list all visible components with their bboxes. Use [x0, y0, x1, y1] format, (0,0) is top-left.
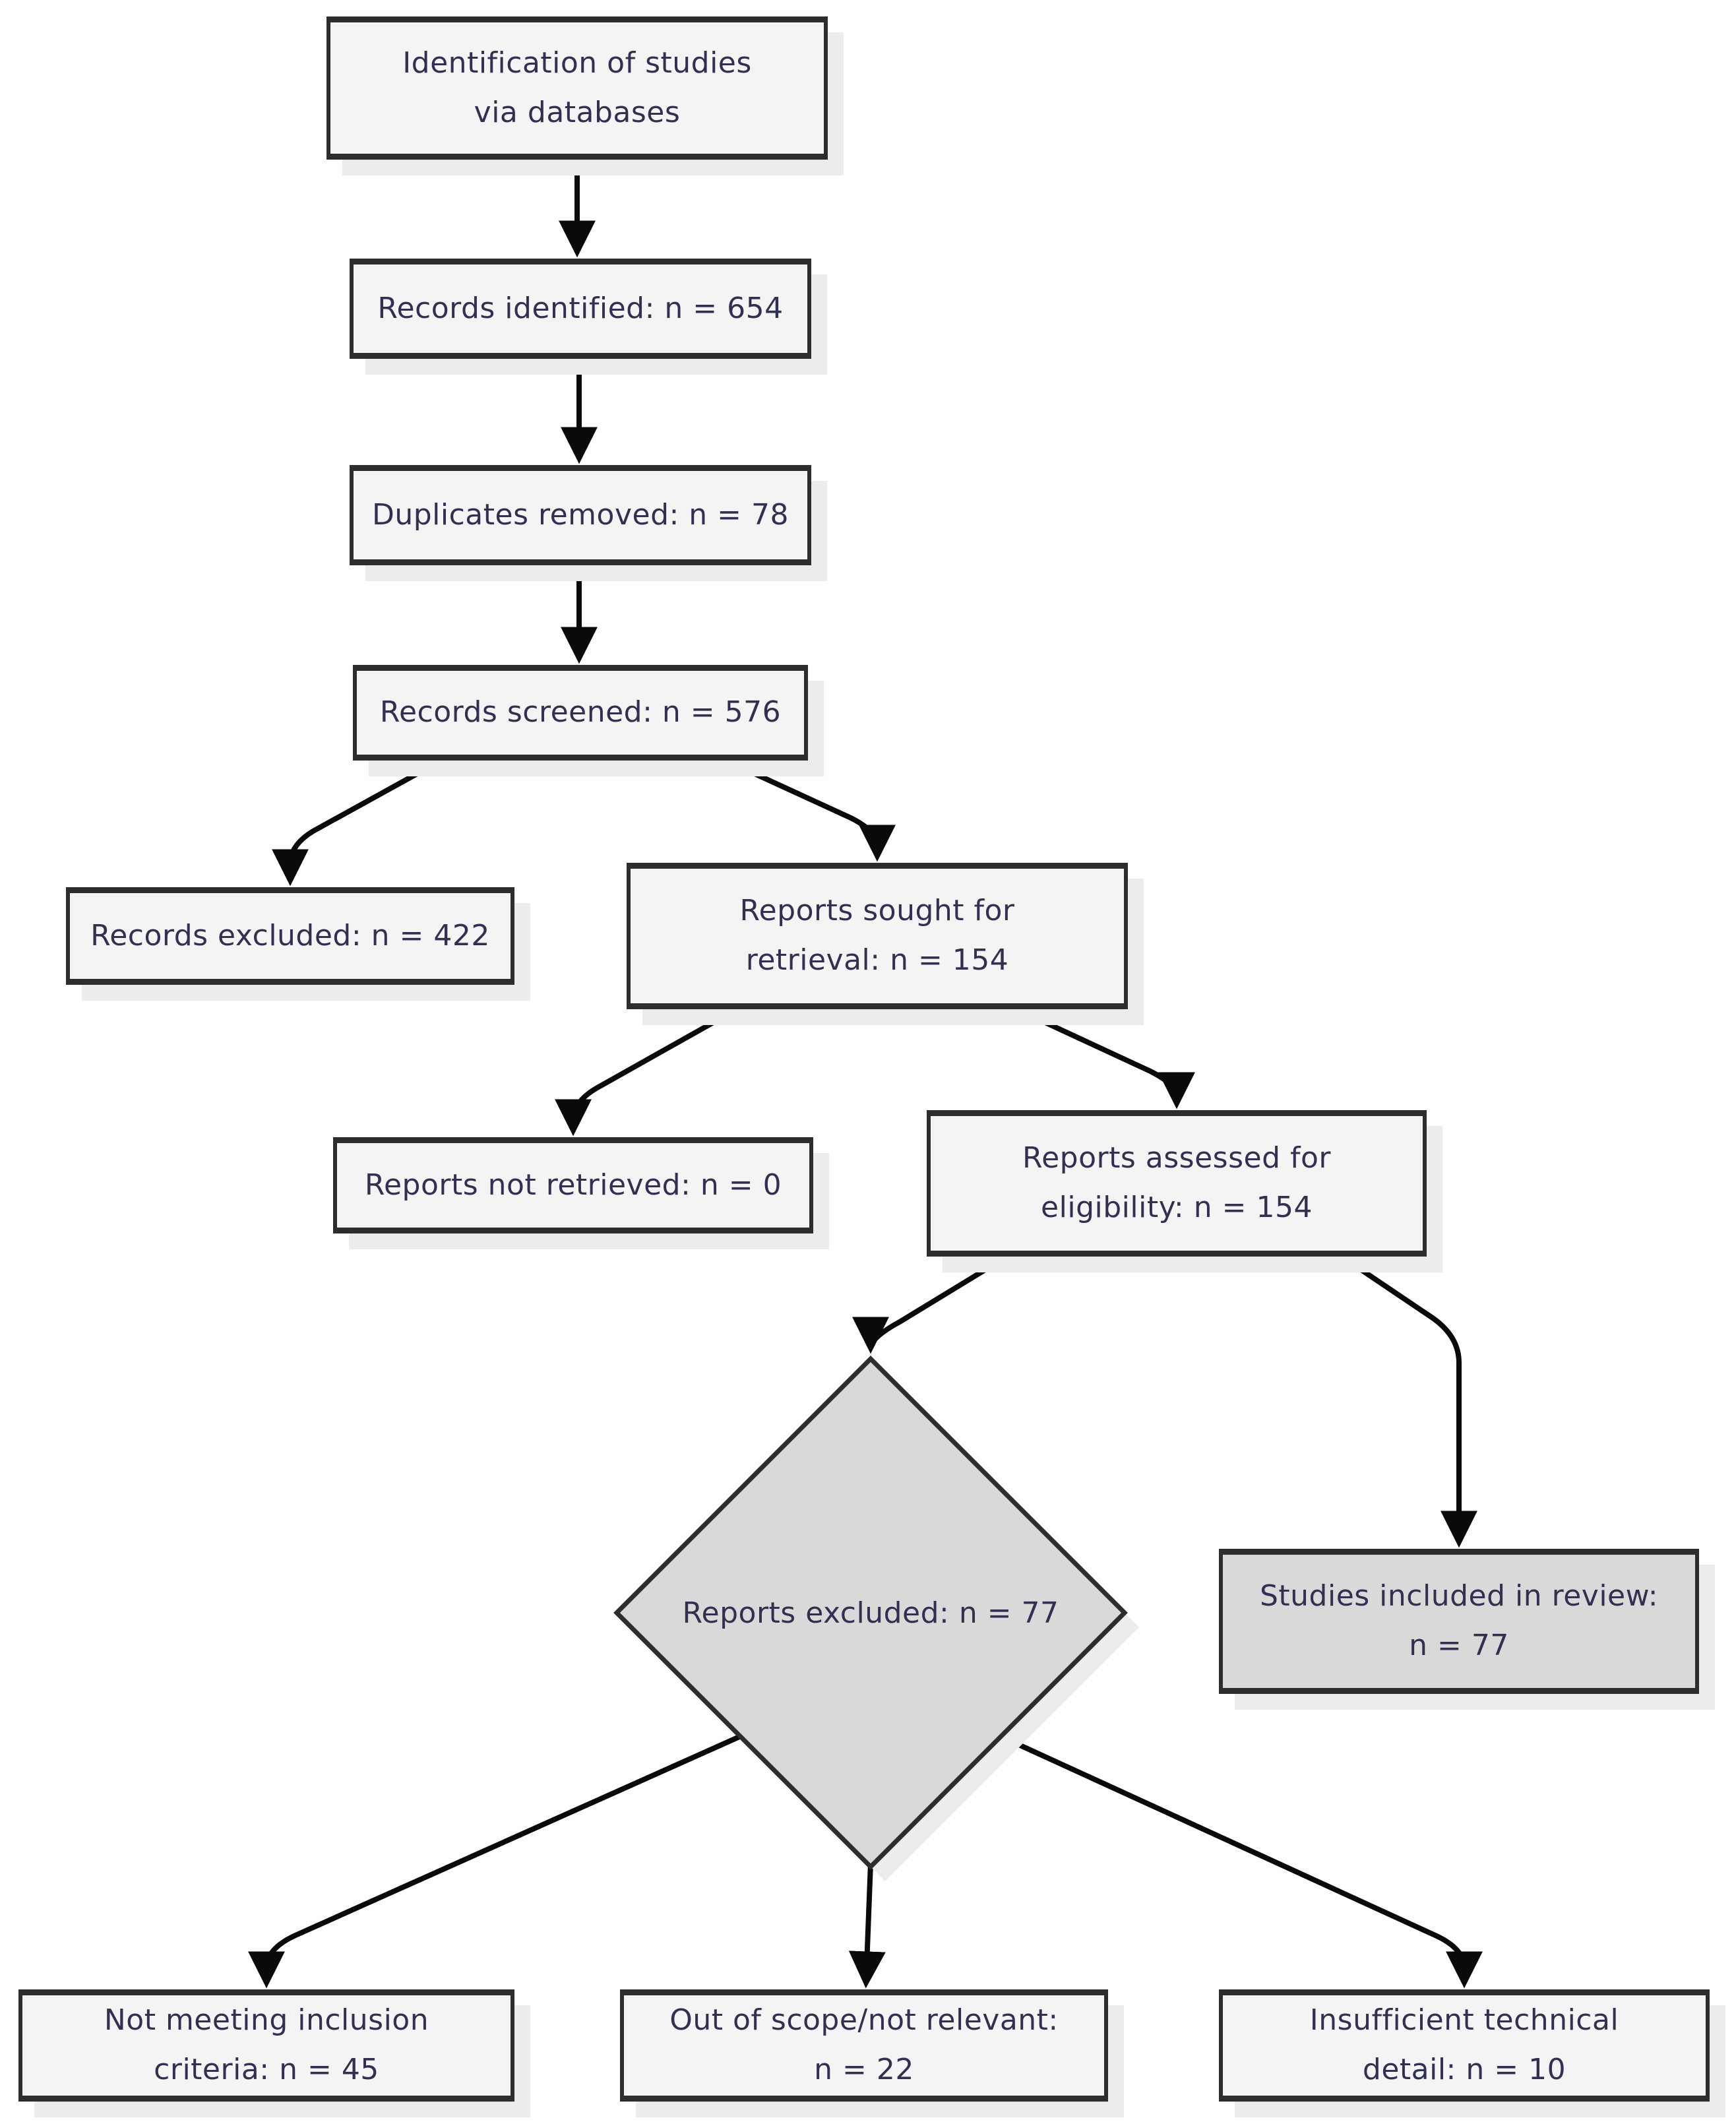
node-reports-not-retrieved: Reports not retrieved: n = 0: [333, 1137, 813, 1233]
node-records-excluded-label: Records excluded: n = 422: [90, 918, 490, 952]
node-reports-sought-label: Reports sought for retrieval: n = 154: [739, 894, 1015, 977]
node-not-meeting-criteria-label: Not meeting inclusion criteria: n = 45: [104, 2003, 429, 2086]
node-records-screened: Records screened: n = 576: [353, 665, 808, 761]
node-identification-label: Identification of studies via databases: [402, 46, 752, 129]
arrow-reports-excluded-to-not-meeting-criteria: [248, 1726, 760, 1989]
node-insufficient-detail-label: Insufficient technical detail: n = 10: [1309, 2003, 1619, 2086]
node-records-identified: Records identified: n = 654: [350, 259, 811, 359]
node-reports-not-retrieved-label: Reports not retrieved: n = 0: [364, 1168, 782, 1202]
arrow-reports-excluded-to-insufficient-detail: [981, 1726, 1483, 1989]
arrow-records-screened-to-reports-sought: [728, 759, 896, 862]
node-not-meeting-criteria: Not meeting inclusion criteria: n = 45: [18, 1989, 514, 2102]
node-out-of-scope-label: Out of scope/not relevant: n = 22: [669, 2003, 1059, 2086]
node-insufficient-detail: Insufficient technical detail: n = 10: [1219, 1989, 1710, 2102]
arrow-reports-sought-to-reports-not-retrieved: [555, 1009, 733, 1137]
node-reports-assessed: Reports assessed for eligibility: n = 15…: [927, 1110, 1427, 1257]
reports-excluded-diamond: [613, 1356, 1128, 1870]
node-studies-included-label: Studies included in review: n = 77: [1259, 1579, 1659, 1662]
arrow-reports-sought-to-reports-assessed: [1021, 1009, 1195, 1109]
arrow-reports-assessed-to-reports-excluded: [852, 1257, 1005, 1354]
node-out-of-scope: Out of scope/not relevant: n = 22: [620, 1989, 1108, 2102]
node-reports-sought: Reports sought for retrieval: n = 154: [627, 863, 1128, 1009]
node-records-excluded: Records excluded: n = 422: [66, 887, 514, 985]
node-reports-assessed-label: Reports assessed for eligibility: n = 15…: [1022, 1141, 1331, 1224]
node-records-screened-label: Records screened: n = 576: [379, 695, 782, 730]
arrow-reports-excluded-to-out-of-scope: [848, 1862, 886, 1989]
node-duplicates-removed: Duplicates removed: n = 78: [350, 465, 811, 565]
arrow-records-screened-to-records-excluded: [272, 759, 440, 887]
node-records-identified-label: Records identified: n = 654: [377, 291, 784, 325]
node-duplicates-removed-label: Duplicates removed: n = 78: [371, 497, 790, 532]
node-studies-included: Studies included in review: n = 77: [1219, 1549, 1699, 1694]
node-identification: Identification of studies via databases: [326, 16, 828, 160]
arrow-reports-assessed-to-studies-included: [1344, 1257, 1477, 1548]
